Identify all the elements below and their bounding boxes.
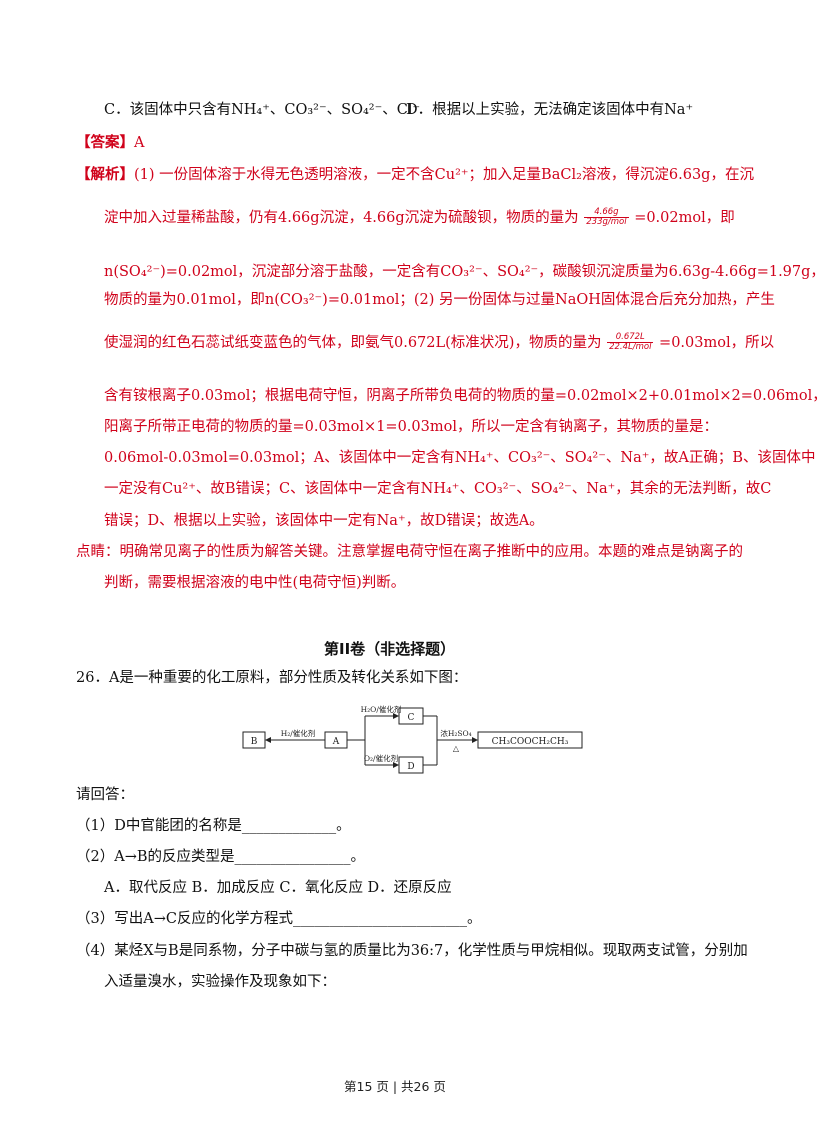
label-a: A (332, 737, 340, 747)
section-title: 第II卷（非选择题） (324, 640, 456, 658)
sub-question-3: （3）写出A→C反应的化学方程式________________________… (76, 911, 482, 927)
sub-question-4-line-2: 入适量溴水，实验操作及现象如下： (104, 974, 336, 990)
option-c: C．该固体中只含有NH₄⁺、CO₃²⁻、SO₄²⁻、Cl⁻ (104, 102, 421, 118)
analysis-line-10: 错误；D、根据以上实验，该固体中一定有Na⁺，故D错误；故选A。 (104, 513, 544, 529)
analysis-line-5: 使湿润的红色石蕊试纸变蓝色的气体，即氨气0.672L(标准状况)，物质的量为 0… (104, 332, 775, 353)
sub-question-1: （1）D中官能团的名称是_____________。 (76, 818, 351, 834)
answer-tag: 【答案】 (76, 134, 134, 151)
analysis-tag: 【解析】 (76, 166, 134, 183)
sub-question-2: （2）A→B的反应类型是________________。 (76, 849, 366, 865)
label-d: D (407, 762, 414, 772)
reaction-diagram: B A C D CH₃COOCH₂CH₃ H₂/催化剂 H₂O/催化剂 O₂/催… (242, 704, 583, 774)
label-c: C (408, 713, 415, 723)
label-h2: H₂/催化剂 (281, 728, 316, 738)
label-acid: 浓H₂SO₄ (440, 729, 471, 738)
label-b: B (251, 737, 258, 747)
question-26-intro: 26．A是一种重要的化工原料，部分性质及转化关系如下图： (76, 670, 468, 686)
analysis-line-7: 阳离子所带正电荷的物质的量=0.03mol×1=0.03mol，所以一定含有钠离… (104, 419, 718, 435)
page-footer: 第15 页 | 共26 页 (344, 1079, 446, 1094)
label-heat: △ (453, 744, 460, 753)
sub-question-4-line-1: （4）某烃X与B是同系物，分子中碳与氢的质量比为36:7，化学性质与甲烷相似。现… (76, 943, 748, 959)
analysis-line-8: 0.06mol-0.03mol=0.03mol；A、该固体中一定含有NH₄⁺、C… (104, 450, 816, 466)
answer-line: 【答案】A (76, 134, 145, 151)
option-d: D．根据以上实验，无法确定该固体中有Na⁺ (406, 102, 694, 118)
analysis-line-2: 淀中加入过量稀盐酸，仍有4.66g沉淀，4.66g沉淀为硫酸钡，物质的量为 4.… (104, 207, 735, 228)
sub-question-2-options: A．取代反应 B．加成反应 C．氧化反应 D．还原反应 (104, 880, 452, 896)
analysis-line-4: 物质的量为0.01mol，即n(CO₃²⁻)=0.01mol；(2) 另一份固体… (104, 292, 775, 308)
label-o2: O₂/催化剂 (364, 753, 398, 763)
question-prompt: 请回答： (76, 787, 134, 803)
label-product: CH₃COOCH₂CH₃ (492, 737, 569, 747)
label-h2o: H₂O/催化剂 (361, 704, 402, 714)
analysis-line-6: 含有铵根离子0.03mol；根据电荷守恒，阴离子所带负电荷的物质的量=0.02m… (104, 388, 827, 404)
analysis-line-3: n(SO₄²⁻)=0.02mol，沉淀部分溶于盐酸，一定含有CO₃²⁻、SO₄²… (104, 264, 825, 280)
tip-line-2: 判断，需要根据溶液的电中性(电荷守恒)判断。 (104, 575, 406, 591)
answer-value: A (134, 135, 145, 151)
analysis-line-9: 一定没有Cu²⁺、故B错误；C、该固体中一定含有NH₄⁺、CO₃²⁻、SO₄²⁻… (104, 481, 772, 497)
tip-line-1: 点睛：明确常见离子的性质为解答关键。注意掌握电荷守恒在离子推断中的应用。本题的难… (76, 544, 743, 560)
analysis-line-1: 【解析】(1) 一份固体溶于水得无色透明溶液，一定不含Cu²⁺；加入足量BaCl… (76, 166, 754, 183)
